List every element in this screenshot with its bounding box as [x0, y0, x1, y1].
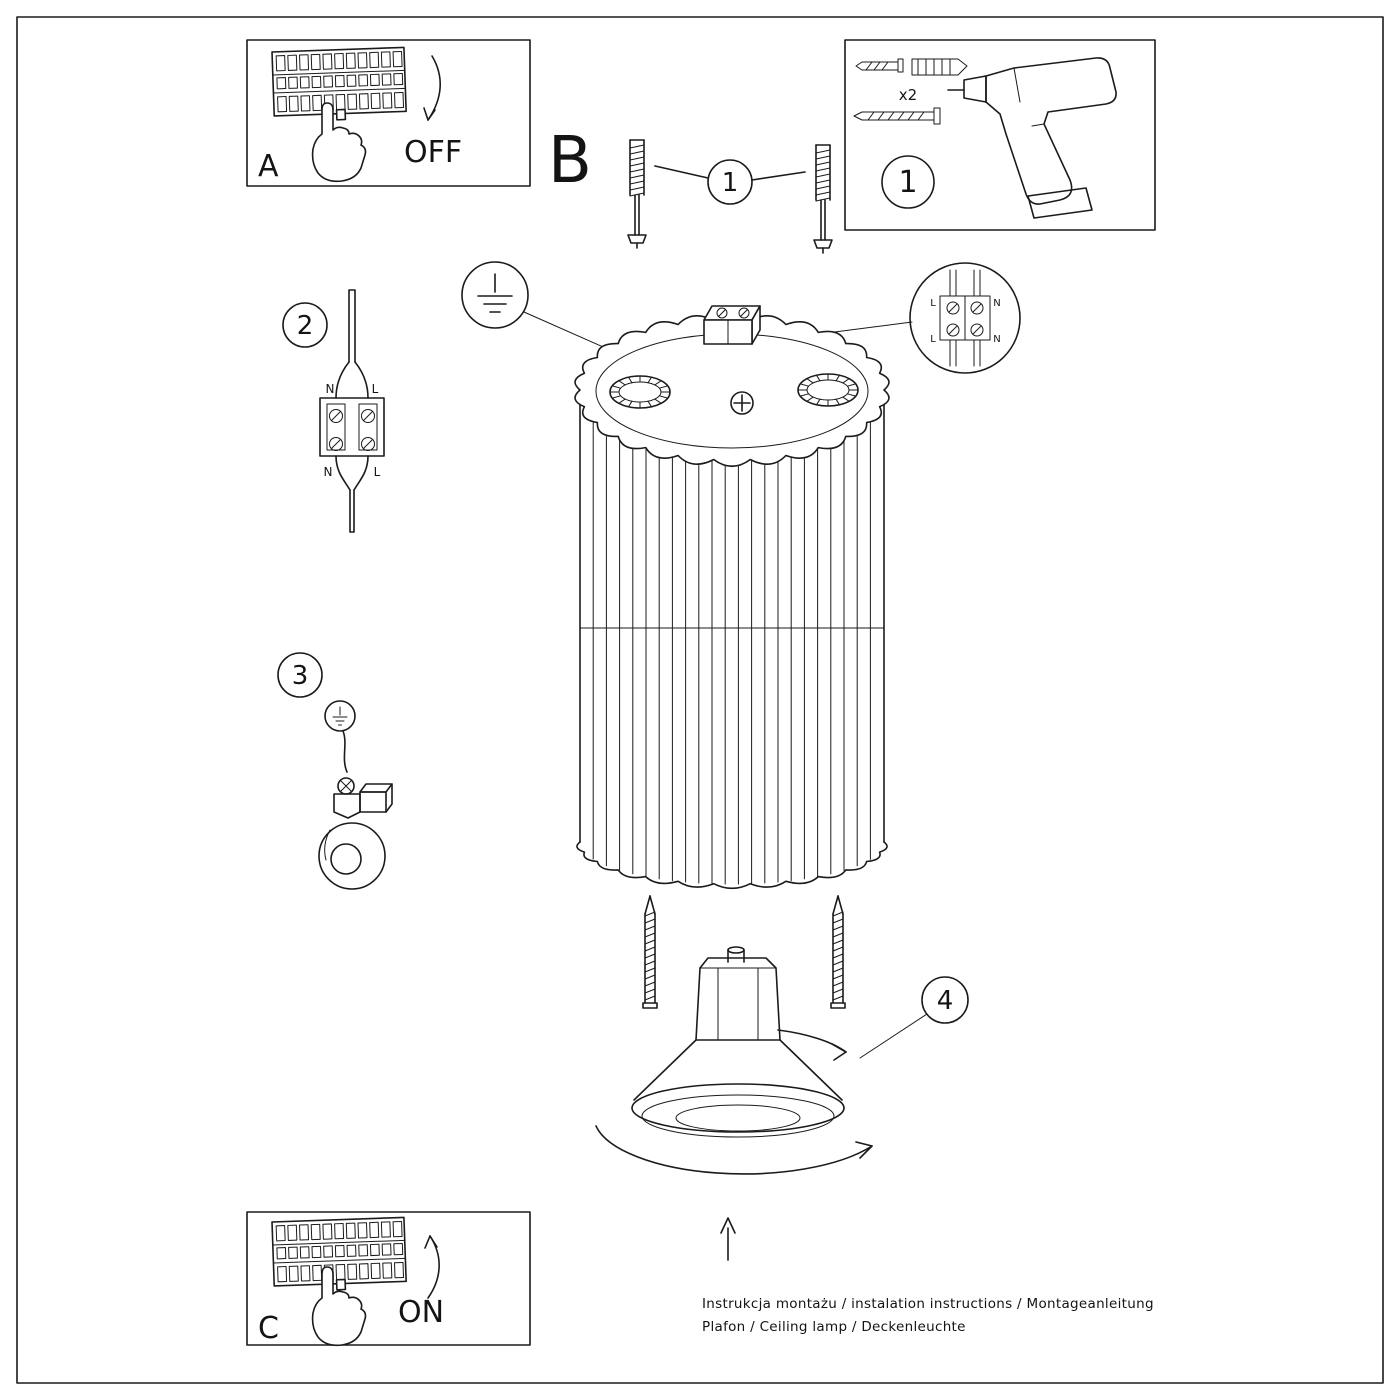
- wire-n-bottom-label: N: [324, 465, 333, 479]
- mounting-screw-right: [830, 895, 846, 1009]
- ceiling-lamp-body: [574, 305, 890, 890]
- lamp-bottom-edge: [576, 841, 888, 890]
- wire-terminal-item: 2 N L N L: [282, 289, 385, 533]
- switch-down-arrow-icon: [423, 55, 442, 121]
- callout-2-label: 2: [297, 311, 314, 341]
- callout-anchors-circle: [707, 159, 753, 205]
- wire-l-top-label: L: [372, 382, 379, 396]
- footer-line-2: Plafon / Ceiling lamp / Deckenleuchte: [702, 1319, 966, 1335]
- wall-plug-icon: [911, 58, 968, 76]
- callout-1-circle: [881, 155, 935, 209]
- lamp-flutes: [592, 418, 871, 885]
- detail-label-n-bottom: N: [993, 334, 1000, 345]
- mounting-screw-left: [642, 895, 658, 1009]
- anchor-screw-right: [813, 144, 833, 254]
- callout-2-circle: [282, 302, 328, 348]
- step-a-label: A: [258, 149, 279, 184]
- wire-n-top-label: N: [326, 382, 335, 396]
- step-b-label: B: [548, 124, 592, 198]
- drill-icon: [947, 57, 1117, 219]
- anchors-callout: 1: [654, 159, 806, 205]
- earth-clamp-icon: [333, 777, 393, 819]
- hand-icon: [311, 1266, 367, 1347]
- breaker-panel-icon: [271, 46, 407, 121]
- screw-count-label: x2: [899, 86, 917, 104]
- footer-text: Instrukcja montażu / instalation instruc…: [702, 1296, 1154, 1335]
- callout-1-label: 1: [898, 165, 917, 200]
- up-arrow-icon: [720, 1217, 736, 1261]
- bulb-assembly: 4: [595, 946, 969, 1175]
- detail-label-l-bottom: L: [930, 334, 936, 345]
- page-border: [16, 16, 1384, 1384]
- switch-up-arrow-icon: [424, 1235, 440, 1299]
- detail-label-n-top: N: [993, 298, 1000, 309]
- step-c-box: C ON: [246, 1211, 531, 1347]
- center-screw: [730, 391, 754, 415]
- callout-3-label: 3: [292, 661, 309, 691]
- screw-icon: [855, 58, 904, 73]
- power-off-label: OFF: [404, 135, 462, 170]
- wire-l-bottom-label: L: [374, 465, 381, 479]
- footer-line-1: Instrukcja montażu / instalation instruc…: [702, 1296, 1154, 1312]
- earth-symbol-small-icon: [324, 700, 356, 732]
- step-c-label: C: [258, 1311, 279, 1346]
- terminal-block: [703, 305, 761, 345]
- callout-4-label: 4: [937, 986, 954, 1016]
- terminal-detail-callout: L N L N: [771, 262, 1021, 374]
- power-on-label: ON: [398, 1295, 444, 1330]
- detail-label-l-top: L: [930, 298, 936, 309]
- callout-3-circle: [277, 652, 323, 698]
- step-a-box: A OFF: [246, 39, 531, 187]
- tools-box: x2 1: [844, 39, 1156, 231]
- lamp-top-rim: [574, 312, 890, 468]
- holder-cup-icon: [318, 822, 386, 890]
- anchor-screw-left: [627, 139, 647, 249]
- long-screw-icon: [853, 107, 941, 125]
- lamp-socket-right: [797, 373, 859, 407]
- callout-4-circle: [921, 976, 969, 1024]
- callout-anchors-label: 1: [722, 168, 739, 198]
- rotate-arrow-icon: [595, 1029, 873, 1175]
- holder-item: 3: [277, 652, 393, 890]
- breaker-panel-icon: [271, 1216, 407, 1291]
- lamp-socket-left: [609, 375, 671, 409]
